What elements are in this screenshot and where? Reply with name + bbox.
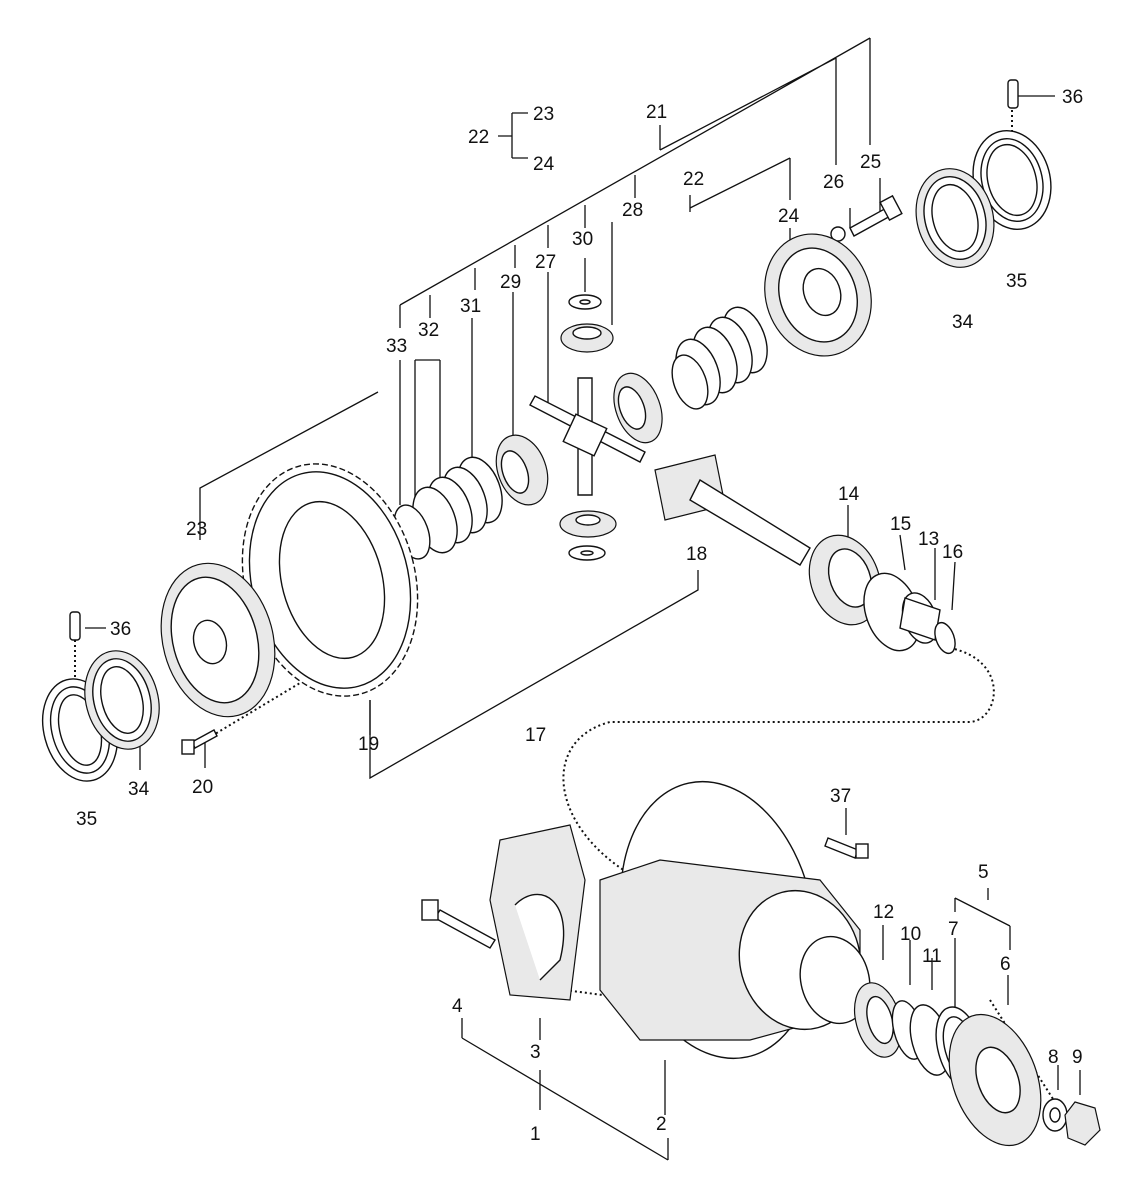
bearing-cap-3 [489,824,586,1001]
label-21: 21 [646,102,667,123]
pinion-gear-28-top [560,323,614,353]
label-30: 30 [572,229,593,250]
label-24-legend: 24 [533,154,555,175]
label-9: 9 [1072,1047,1083,1068]
bolt-4 [421,899,496,949]
label-19: 19 [358,734,379,755]
label-5: 5 [978,862,989,883]
label-1: 1 [530,1124,541,1145]
label-35-right: 35 [1006,271,1027,292]
label-31: 31 [460,296,481,317]
label-24: 24 [778,206,800,227]
drive-pinion-18 [654,454,811,566]
label-37: 37 [830,786,851,807]
label-34-left: 34 [128,779,150,800]
label-32: 32 [418,320,439,341]
label-36-top: 36 [1062,87,1083,108]
label-10: 10 [900,924,921,945]
nut-9 [1064,1101,1101,1146]
spacer-13 [899,592,941,644]
label-13: 13 [918,529,939,550]
bearing-12 [853,982,903,1058]
bolt-20 [181,729,218,755]
label-7: 7 [948,919,959,940]
flange-6 [948,1013,1042,1147]
label-33: 33 [386,336,407,357]
label-2: 2 [656,1114,667,1135]
label-6: 6 [1000,954,1011,975]
label-27: 27 [535,252,556,273]
label-18: 18 [686,544,707,565]
label-3: 3 [530,1042,541,1063]
washer-bottom [568,545,606,561]
label-14: 14 [838,484,860,505]
label-35-left: 35 [76,809,97,830]
part-labels: 23 22 24 21 22 28 30 27 29 31 32 33 24 2… [76,87,1083,1145]
label-11: 11 [922,946,942,967]
roll-pin-36-left [69,611,81,641]
label-16: 16 [942,542,963,563]
differential-case-24 [764,233,872,357]
label-23: 23 [186,519,207,540]
label-34-right: 34 [952,312,974,333]
bolt-25 [849,194,903,237]
washer-30-top [568,294,602,310]
label-26: 26 [823,172,844,193]
differential-case-23 [160,562,276,718]
clutch-plates-left [393,456,503,560]
ring-gear-19 [241,463,419,697]
label-8: 8 [1048,1047,1059,1068]
label-23-legend: 23 [533,104,554,125]
label-22: 22 [683,169,704,190]
cross-spider-27 [529,377,646,496]
pinion-gear-bottom [559,510,617,538]
label-22-legend: 22 [468,127,489,148]
label-36-left: 36 [110,619,131,640]
label-15: 15 [890,514,911,535]
bearing-34-left [84,650,160,750]
label-25: 25 [860,152,881,173]
clutch-plates-right [671,306,768,410]
adjusting-nut-35-right [972,130,1052,230]
bolt-37 [824,837,869,859]
label-17: 17 [525,725,546,746]
label-20: 20 [192,777,213,798]
label-12: 12 [873,902,894,923]
ring-16 [934,621,956,655]
label-4: 4 [452,996,463,1017]
washer-8 [1042,1098,1068,1132]
side-gear-29 [495,434,549,506]
bearing-34-right [915,168,995,268]
carrier-housing-2 [599,780,871,1060]
bearing-14 [808,534,882,626]
label-28: 28 [622,200,643,221]
roll-pin-36-top [1007,79,1019,109]
leader-lines [85,37,1081,1161]
side-gear-right [613,372,663,444]
label-29: 29 [500,272,521,293]
